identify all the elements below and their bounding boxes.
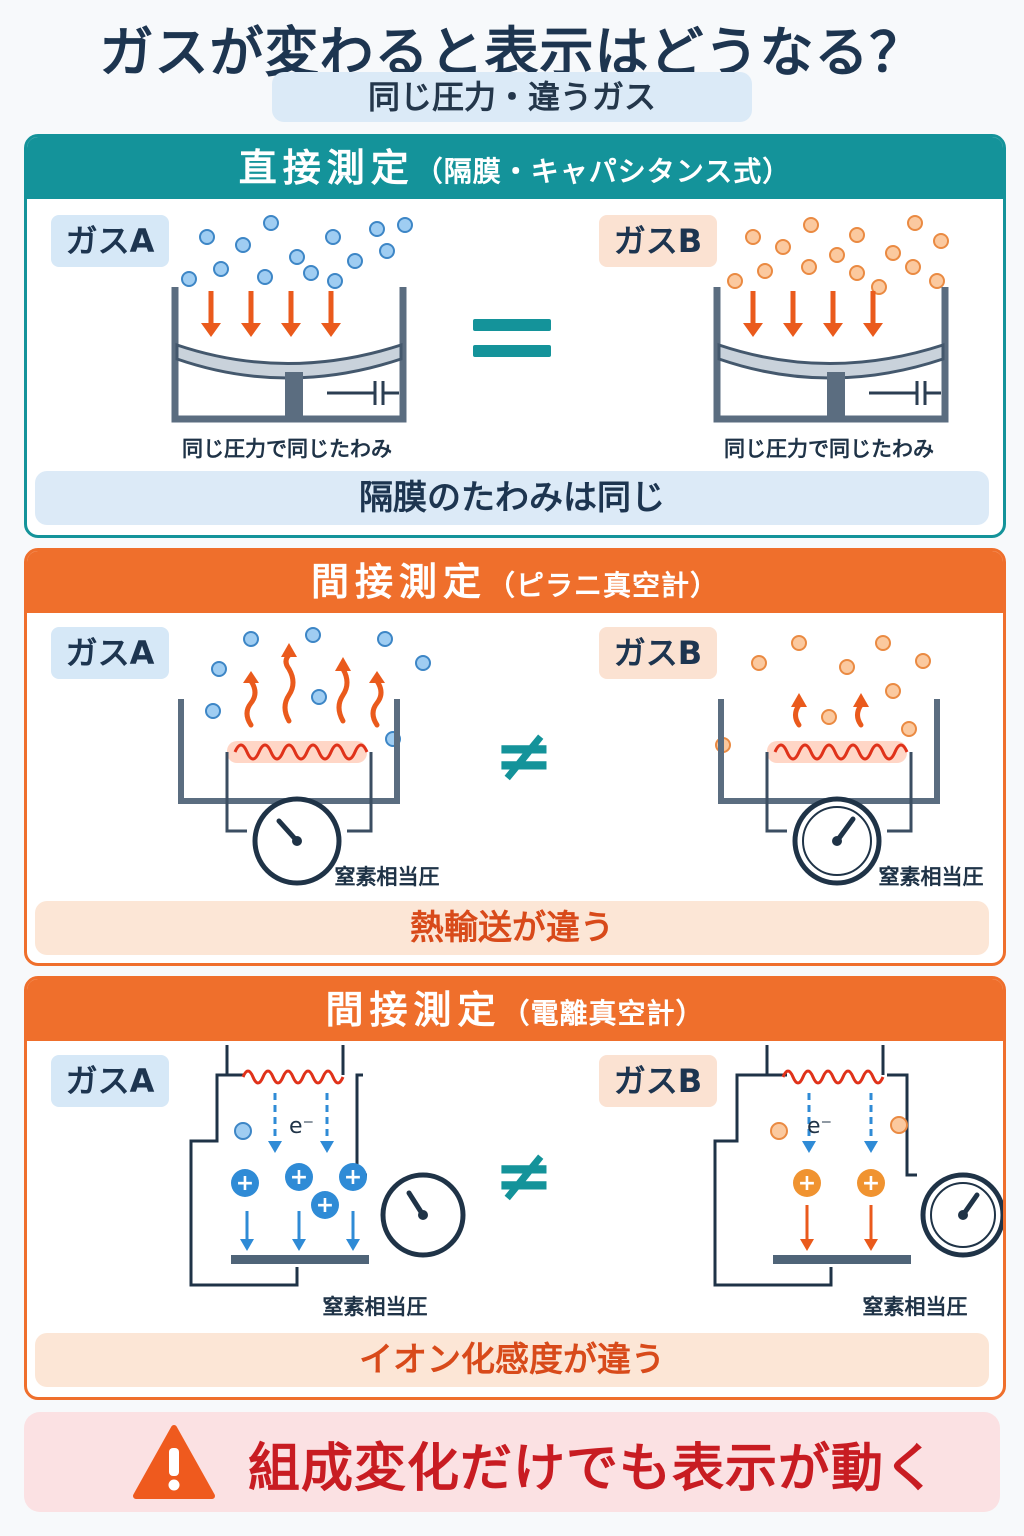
not-equal-sign: ≠ [493, 713, 555, 797]
electron-label-b: e⁻ [807, 1114, 833, 1139]
electron-paths-b [807, 1093, 873, 1143]
gas-molecule-b [890, 1116, 908, 1134]
ion-paths-b [805, 1205, 873, 1241]
heading-main: 間接測定 [310, 560, 487, 604]
ion-collector-a [231, 1255, 369, 1264]
ion-collector-b [773, 1255, 911, 1264]
gas-molecules-b [727, 215, 949, 295]
heated-filament-a [233, 743, 369, 761]
pirani-gauge-a [178, 627, 431, 886]
nitrogen-equiv-caption-b: 窒素相当圧 [878, 865, 984, 889]
electron-label-a: e⁻ [289, 1114, 315, 1139]
gas-molecule-a [234, 1122, 252, 1140]
filament-leads-a [225, 752, 373, 833]
diaphragm-post-b [827, 372, 845, 416]
section-footer: 熱輸送が違う [35, 901, 989, 955]
heading-main: 直接測定 [238, 146, 415, 190]
gas-b-tag: ガスB [599, 627, 717, 679]
gas-b-tag: ガスB [599, 215, 717, 267]
heading-paren: （隔膜・キャパシタンス式） [414, 155, 792, 188]
warning-triangle-icon [133, 1425, 215, 1499]
electron-paths-a [273, 1093, 329, 1143]
heated-filament-b [773, 743, 909, 761]
heat-arrow-heads-b [791, 693, 869, 707]
chamber-b [713, 287, 949, 423]
filament-coil-a [241, 1069, 345, 1085]
heading-paren: （ピラニ真空計） [487, 569, 720, 602]
svg-text:+: + [798, 1171, 816, 1196]
gas-a-tag: ガスA [51, 215, 169, 267]
deflection-caption-a: 同じ圧力で同じたわみ [182, 437, 392, 461]
gas-b-tag: ガスB [599, 1055, 717, 1107]
equal-sign [467, 307, 557, 367]
gas-a-tag: ガスA [51, 627, 169, 679]
pirani-gauge-b [715, 635, 940, 886]
gas-molecules-b [715, 635, 931, 753]
warning-banner: 組成変化だけでも表示が動く [24, 1412, 1000, 1512]
svg-text:+: + [290, 1165, 308, 1190]
gas-molecules-a [181, 215, 413, 289]
section-heading: 間接測定（電離真空計） [27, 979, 1003, 1041]
positive-ions-a: + + + + [231, 1163, 367, 1219]
gas-a-tag: ガスA [51, 1055, 169, 1107]
ionization-measurement-panel: 間接測定（電離真空計） ガスA ガスB + + + + [24, 976, 1006, 1400]
svg-text:+: + [862, 1171, 880, 1196]
pirani-measurement-panel: 間接測定（ピラニ真空計） ガスA ガスB 窒 [24, 548, 1006, 966]
page-subtitle: 同じ圧力・違うガス [272, 72, 752, 122]
diaphragm-b [717, 342, 945, 380]
filament-leads-b [765, 752, 913, 833]
filament-coil-b [781, 1069, 885, 1085]
pressure-arrows-a [201, 291, 341, 337]
pressure-arrows-b [743, 291, 883, 337]
heading-main: 間接測定 [325, 988, 502, 1032]
svg-text:+: + [236, 1171, 254, 1196]
section-heading: 直接測定（隔膜・キャパシタンス式） [27, 137, 1003, 199]
chamber-a [171, 287, 407, 423]
heat-arrows-a [244, 652, 384, 728]
svg-text:+: + [344, 1165, 362, 1190]
section-footer: イオン化感度が違う [35, 1333, 989, 1387]
nitrogen-equiv-caption-b: 窒素相当圧 [862, 1295, 968, 1319]
warning-text: 組成変化だけでも表示が動く [248, 1439, 938, 1499]
section-heading: 間接測定（ピラニ真空計） [27, 551, 1003, 613]
ion-paths-a [245, 1211, 355, 1241]
svg-text:+: + [316, 1193, 334, 1218]
nitrogen-equiv-caption-a: 窒素相当圧 [322, 1295, 428, 1319]
heat-arrow-heads-a [243, 643, 385, 683]
diaphragm-gauge-b [713, 215, 949, 423]
direct-measurement-panel: 直接測定（隔膜・キャパシタンス式） ガスA ガスB 同じ圧力で同じたわみ [24, 134, 1006, 538]
not-equal-sign: ≠ [493, 1133, 555, 1217]
gas-molecule-b [770, 1122, 788, 1140]
ion-gauge-a: + + + + [189, 1045, 466, 1287]
heading-paren: （電離真空計） [501, 997, 705, 1030]
nitrogen-equiv-caption-a: 窒素相当圧 [334, 865, 440, 889]
deflection-caption-b: 同じ圧力で同じたわみ [724, 437, 934, 461]
diaphragm-gauge-a [171, 215, 413, 423]
positive-ions-b: + + [793, 1169, 885, 1197]
diaphragm-a [175, 342, 403, 380]
capacitor-symbol-b [869, 381, 941, 405]
section-footer: 隔膜のたわみは同じ [35, 471, 989, 525]
capacitor-symbol-a [327, 381, 399, 405]
diaphragm-post-a [285, 372, 303, 416]
ion-gauge-b: + + [713, 1045, 1003, 1287]
